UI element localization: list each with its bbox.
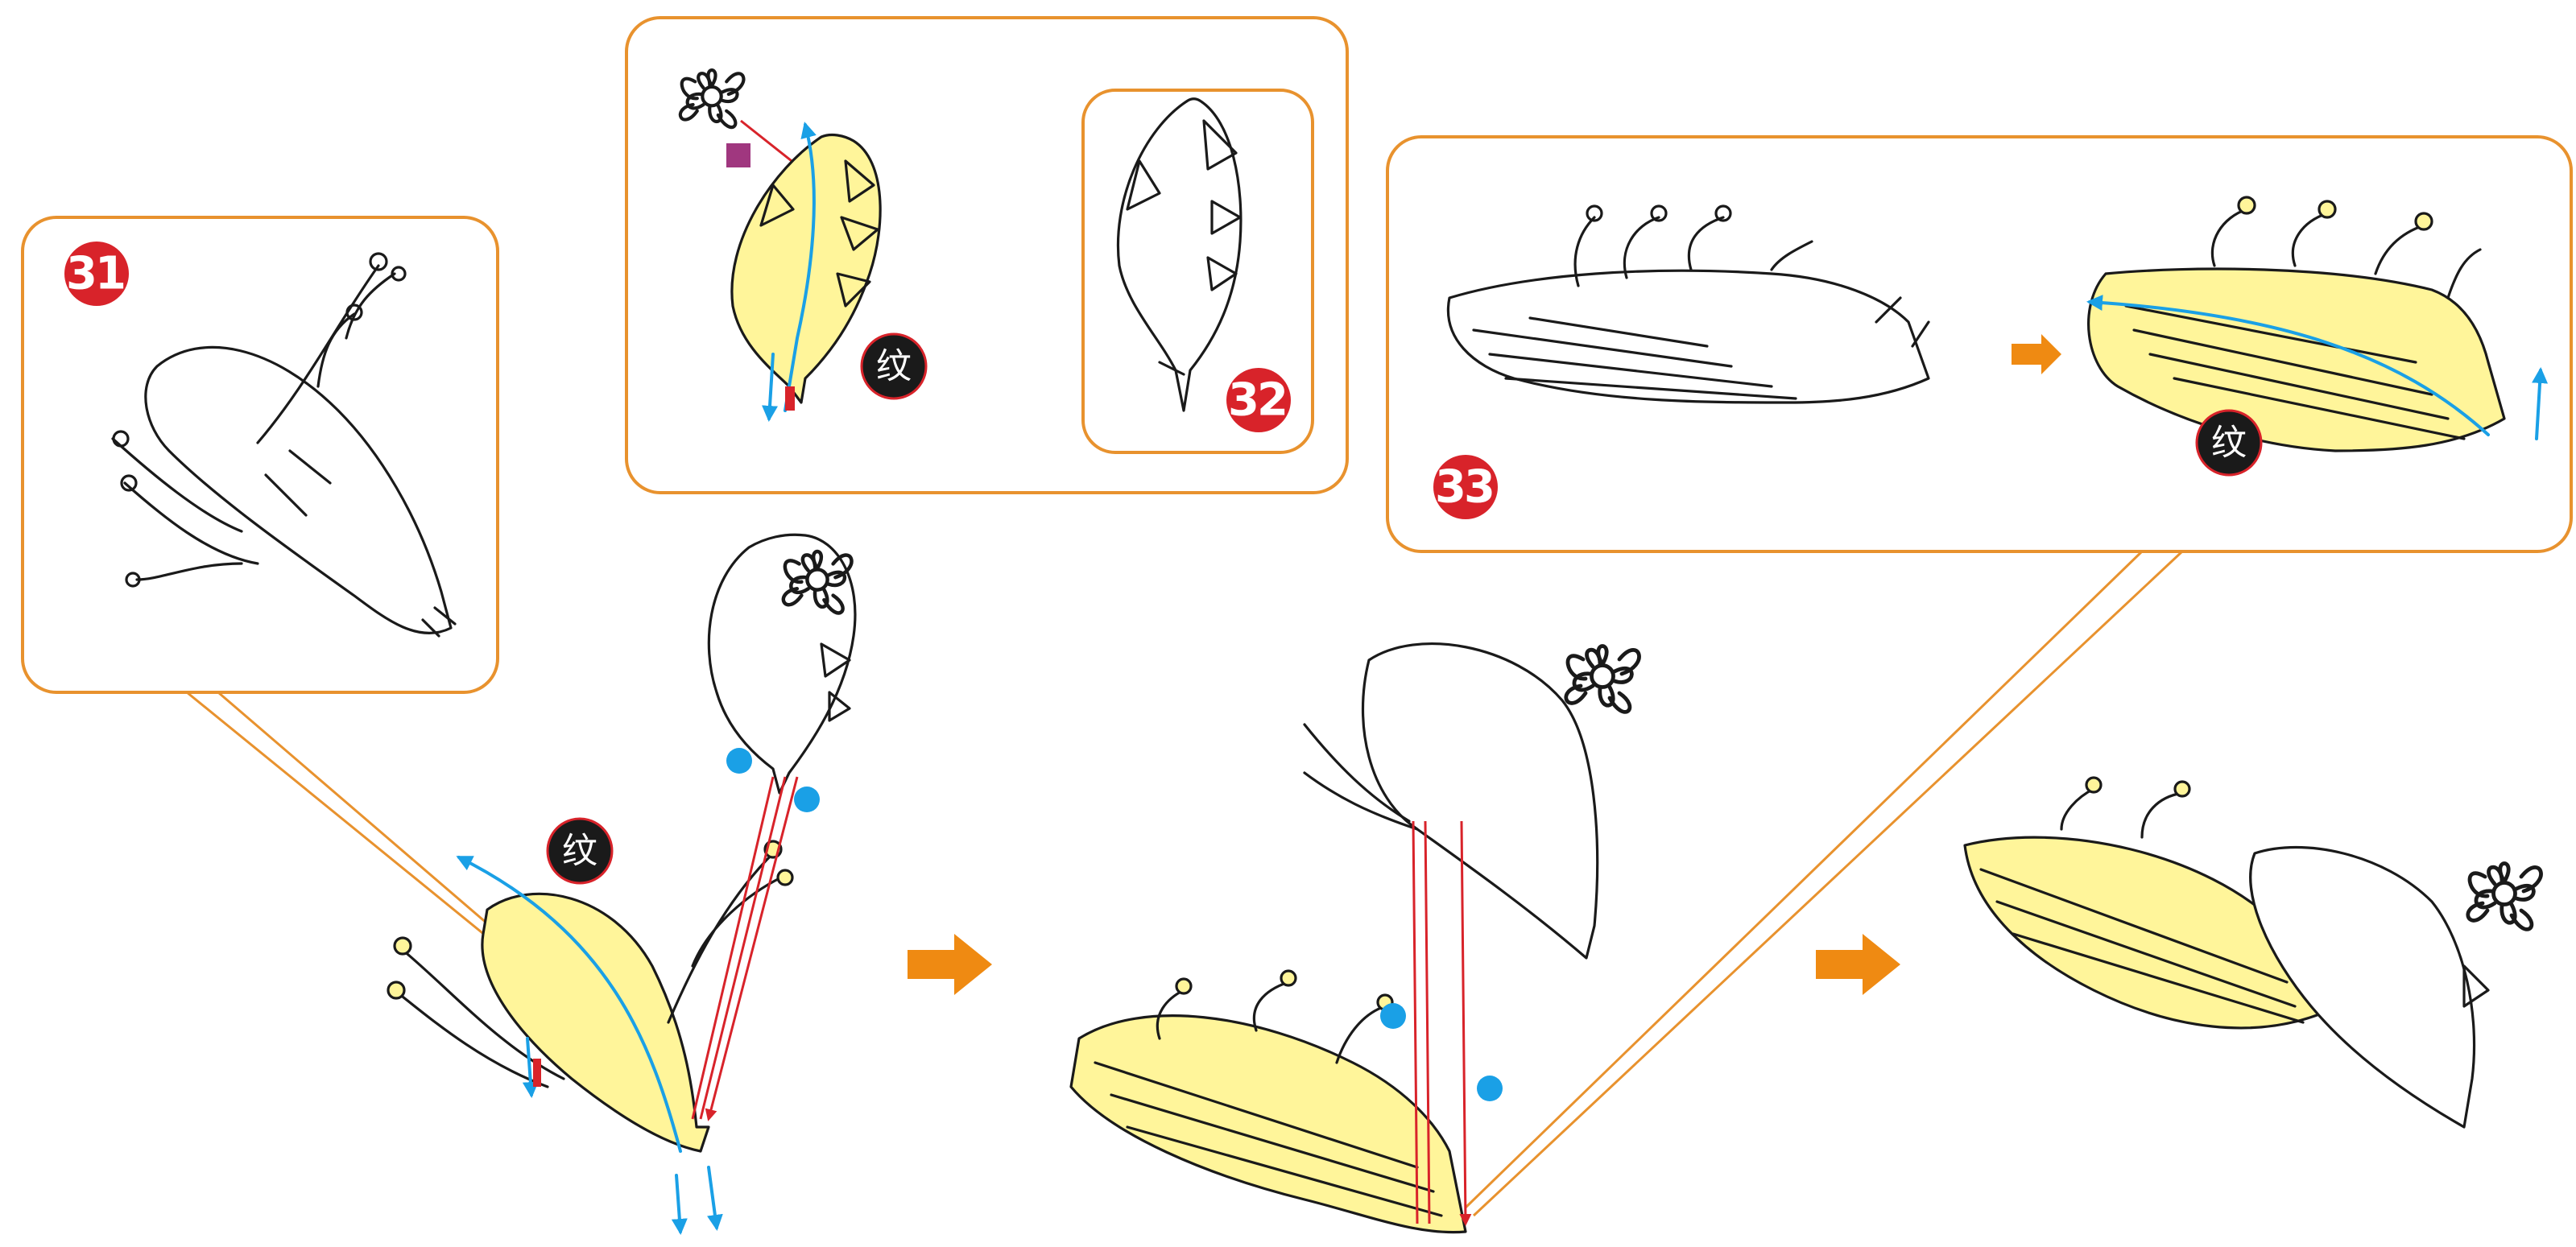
flow-arrow-icon — [1816, 934, 1900, 995]
texture-label-32: 纹 — [876, 346, 912, 387]
panel-step-32: 纹 32 — [626, 18, 1347, 493]
align-dot — [726, 748, 752, 774]
align-dot — [1380, 1003, 1406, 1029]
assembly-final — [1965, 778, 2541, 1127]
step-number-33: 33 — [1435, 461, 1493, 514]
assembly-leaf-branch — [388, 841, 792, 1232]
align-dot — [1477, 1076, 1503, 1101]
flow-arrow-icon — [908, 934, 992, 995]
marker-square — [726, 143, 750, 167]
texture-label-main: 纹 — [562, 831, 597, 872]
texture-label-33: 纹 — [2211, 423, 2247, 464]
panel-step-31: 31 — [23, 217, 503, 950]
step-number-32: 32 — [1228, 374, 1286, 427]
assembly-leaf-flower-middle — [1305, 644, 1639, 958]
align-dot — [794, 787, 820, 812]
step-number-31: 31 — [66, 248, 124, 300]
assembly-wing-middle — [1071, 971, 1466, 1233]
